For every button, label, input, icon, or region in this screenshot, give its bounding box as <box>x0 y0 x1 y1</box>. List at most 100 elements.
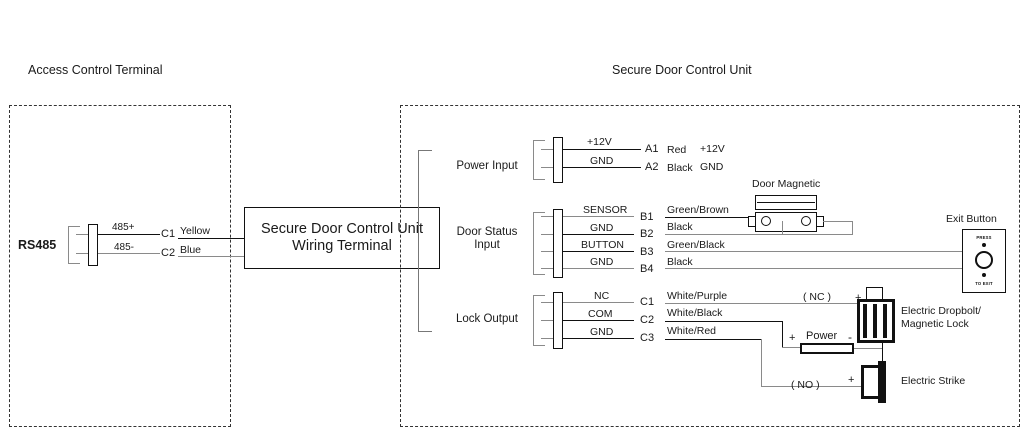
wiring-terminal-box: Secure Door Control Unit Wiring Terminal <box>244 207 440 269</box>
wire-b4-run <box>665 268 962 270</box>
left-panel-title: Access Control Terminal <box>28 63 163 77</box>
wire-color-yellow: Yellow <box>180 225 210 237</box>
exit-button-label: Exit Button <box>946 213 997 225</box>
exit-button-top-text: PRESS <box>976 235 992 240</box>
pin-c2-left: C2 <box>161 247 176 259</box>
signal-button: BUTTON <box>581 239 624 251</box>
pin-c3: C3 <box>640 332 655 344</box>
pin-b4: B4 <box>640 263 654 275</box>
dropbolt-minus-terminal: - <box>845 348 848 357</box>
pin-c1: C1 <box>640 296 655 308</box>
wire-c2-to-psu <box>782 347 802 349</box>
access-control-terminal-boundary <box>9 105 231 427</box>
door-status-stub-1 <box>541 216 555 218</box>
wire-c2-drop <box>782 321 784 348</box>
power-input-stub-2 <box>541 167 555 169</box>
wire-color-black-b4: Black <box>667 256 693 268</box>
wire-button <box>563 251 634 253</box>
pin-c2: C2 <box>640 314 655 326</box>
wire-blue <box>178 256 246 258</box>
pin-c1-left: C1 <box>161 228 176 240</box>
right-panel-title: Secure Door Control Unit <box>612 63 752 77</box>
rs485-connector-body <box>88 224 98 266</box>
wire-b4-gnd <box>563 268 634 270</box>
rs485-connector-bracket <box>68 226 80 264</box>
door-magnetic-return-bottom <box>782 234 853 236</box>
wiring-terminal-line2: Wiring Terminal <box>292 238 392 254</box>
signal-b4-gnd: GND <box>590 256 614 268</box>
door-status-connector-body <box>553 209 563 278</box>
exit-button-bottom-text: TO EXIT <box>975 281 993 286</box>
power-input-connector-bracket <box>533 140 545 180</box>
no-contact-label: ( NO ) <box>791 379 820 391</box>
exit-button-dot-top <box>981 243 986 247</box>
lock-output-label: Lock Output <box>455 313 518 325</box>
function-12v: +12V <box>700 143 725 155</box>
electric-strike-frame <box>861 365 881 399</box>
signal-nc: NC <box>594 290 610 302</box>
electric-dropbolt-bar-2 <box>873 304 877 338</box>
electric-strike-label: Electric Strike <box>901 375 966 387</box>
lock-output-stub-2 <box>541 320 555 322</box>
power-supply-label: Power <box>806 330 838 342</box>
wire-c3-drop <box>761 339 763 387</box>
wire-color-black-b2: Black <box>667 221 693 233</box>
signal-power-12v: +12V <box>587 136 612 148</box>
signal-power-gnd: GND <box>590 155 614 167</box>
secure-door-control-unit-boundary <box>400 105 1020 427</box>
signal-b2-gnd: GND <box>590 222 614 234</box>
signal-sensor: SENSOR <box>583 204 628 216</box>
pin-b2: B2 <box>640 228 654 240</box>
signal-485-minus: 485- <box>114 242 135 253</box>
door-magnetic-tab-left <box>748 216 756 227</box>
wiring-terminal-line1: Secure Door Control Unit <box>261 220 423 237</box>
pin-b3: B3 <box>640 246 654 258</box>
wire-psu-to-dropbolt <box>854 348 882 350</box>
exit-button-ring[interactable] <box>975 251 993 269</box>
wire-c3-run <box>665 339 762 341</box>
electric-dropbolt-body <box>857 299 895 343</box>
power-supply-body <box>800 343 854 354</box>
wire-color-green-brown: Green/Brown <box>667 204 729 216</box>
rs485-label: RS485 <box>18 238 57 252</box>
exit-button-body[interactable]: PRESS TO EXIT <box>962 229 1006 293</box>
door-magnetic-label: Door Magnetic <box>752 178 821 190</box>
electric-dropbolt-bar-1 <box>863 304 867 338</box>
power-input-label: Power Input <box>456 160 518 172</box>
wire-485-plus <box>98 234 160 236</box>
electric-strike-plate <box>878 361 886 403</box>
signal-485-plus: 485+ <box>112 222 135 233</box>
door-status-label-line1: Door Status <box>456 226 518 238</box>
wire-c2-run <box>665 321 783 323</box>
power-supply-plus: + <box>789 332 796 344</box>
pin-a2: A2 <box>645 161 659 173</box>
door-status-stub-2 <box>541 234 555 236</box>
lock-output-connector-bracket <box>533 295 545 346</box>
door-magnetic-plate-line <box>757 202 815 204</box>
wire-com <box>563 320 634 322</box>
signal-com: COM <box>588 308 613 320</box>
pin-b1: B1 <box>640 211 654 223</box>
signal-c3-gnd: GND <box>590 326 614 338</box>
door-magnetic-hole-right <box>801 216 811 226</box>
door-magnetic-return-vert <box>782 221 784 235</box>
power-input-stub-1 <box>541 149 555 151</box>
wire-power-gnd <box>563 167 641 169</box>
door-magnetic-hole-left <box>761 216 771 226</box>
door-status-connector-bracket <box>533 212 545 275</box>
dropbolt-plus-terminal: + <box>855 292 862 304</box>
door-status-label-line2: Input <box>474 239 500 252</box>
wire-c3-to-strike <box>761 386 867 388</box>
wire-c1-run <box>665 303 863 305</box>
wire-power-12v <box>563 149 641 151</box>
wire-color-black-a2: Black <box>667 162 693 174</box>
wire-nc <box>563 302 634 304</box>
exit-button-dot-bottom <box>981 273 986 277</box>
wire-sensor <box>563 216 634 218</box>
door-status-input-label: Door Status Input <box>444 226 530 252</box>
door-status-stub-3 <box>541 251 555 253</box>
power-supply-minus: - <box>848 330 852 344</box>
function-gnd: GND <box>700 161 724 173</box>
wire-b1-run <box>665 217 757 219</box>
electric-dropbolt-label: Electric Dropbolt/ Magnetic Lock <box>901 305 981 331</box>
